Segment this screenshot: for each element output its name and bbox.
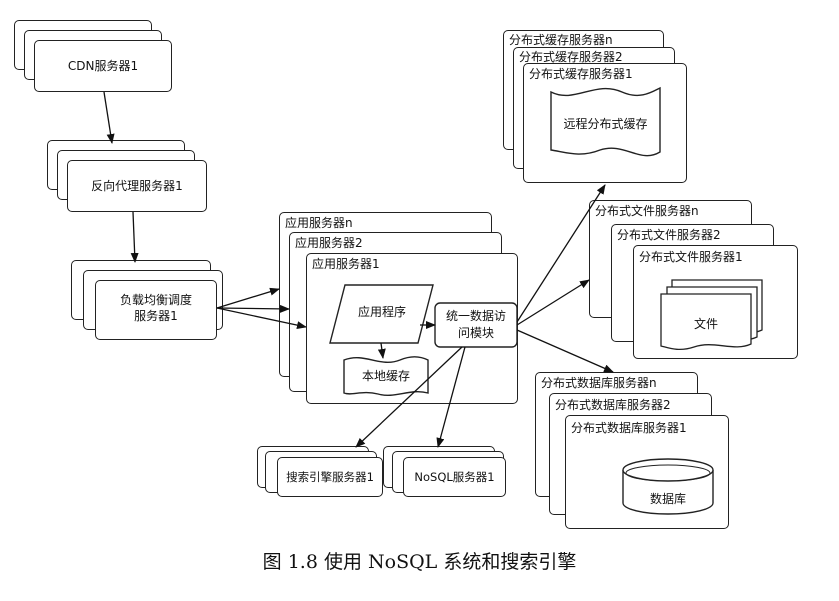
cdn-server-label: CDN服务器1 [67, 59, 139, 73]
cache-server-1-label: 分布式缓存服务器1 [529, 67, 633, 81]
proxy-server-box: 反向代理服务器1 [67, 160, 207, 212]
search-server-label: 搜索引擎服务器1 [286, 470, 374, 484]
cache-server-2-label: 分布式缓存服务器2 [519, 50, 623, 64]
local-cache-shape [343, 356, 429, 396]
lb-server-label-line2: 服务器1 [134, 309, 178, 323]
file-server-1-label: 分布式文件服务器1 [639, 250, 743, 264]
remote-cache-shape [550, 86, 661, 157]
arrow-lb-to-app-1 [216, 307, 307, 330]
arrow-app-to-cache [377, 342, 386, 359]
file-server-n-label: 分布式文件服务器n [595, 204, 699, 218]
cache-server-n-label: 分布式缓存服务器n [509, 33, 613, 47]
arrow-lb-to-app-2 [216, 304, 290, 313]
proxy-server-label: 反向代理服务器1 [91, 179, 183, 193]
lb-server-box: 负载均衡调度 服务器1 [95, 280, 217, 340]
arrow-lb-to-app-n [216, 287, 280, 309]
app-server-1-label: 应用服务器1 [312, 257, 380, 271]
file-doc-front [660, 293, 752, 351]
database-label: 数据库 [649, 492, 686, 506]
arrow-data-to-file [516, 279, 590, 326]
file-label: 文件 [693, 317, 718, 331]
data-access-module-label-line2: 问模块 [457, 326, 494, 340]
arrow-data-to-cache [516, 184, 606, 323]
database-cylinder-top [622, 458, 714, 482]
local-cache-label: 本地缓存 [361, 369, 410, 383]
arrow-data-to-nosql [436, 346, 466, 448]
db-server-1-label: 分布式数据库服务器1 [571, 421, 687, 435]
arrow-proxy-to-lb [130, 211, 139, 263]
lb-server-label-line1: 负载均衡调度 [119, 293, 192, 307]
nosql-server-box: NoSQL服务器1 [403, 457, 506, 497]
figure-caption: 图 1.8 使用 NoSQL 系统和搜索引擎 [262, 551, 577, 573]
db-server-2-label: 分布式数据库服务器2 [555, 398, 671, 412]
search-server-box: 搜索引擎服务器1 [277, 457, 383, 497]
app-program-shape [329, 284, 434, 344]
database-cylinder-shape [622, 470, 714, 515]
database-cylinder-inner [625, 464, 711, 482]
arrow-data-to-search [355, 346, 463, 448]
cdn-server-box: CDN服务器1 [34, 40, 172, 92]
data-access-module-label-line1: 统一数据访 [445, 309, 506, 323]
arrow-cdn-to-proxy [103, 91, 115, 144]
arrow-data-to-db [516, 329, 614, 373]
app-server-n-label: 应用服务器n [285, 216, 353, 230]
file-server-2-label: 分布式文件服务器2 [617, 228, 721, 242]
nosql-server-label: NoSQL服务器1 [414, 470, 495, 484]
remote-cache-label: 远程分布式缓存 [563, 117, 648, 131]
app-program-label: 应用程序 [357, 305, 406, 319]
db-server-n-label: 分布式数据库服务器n [541, 376, 657, 390]
app-server-2-label: 应用服务器2 [295, 236, 363, 250]
